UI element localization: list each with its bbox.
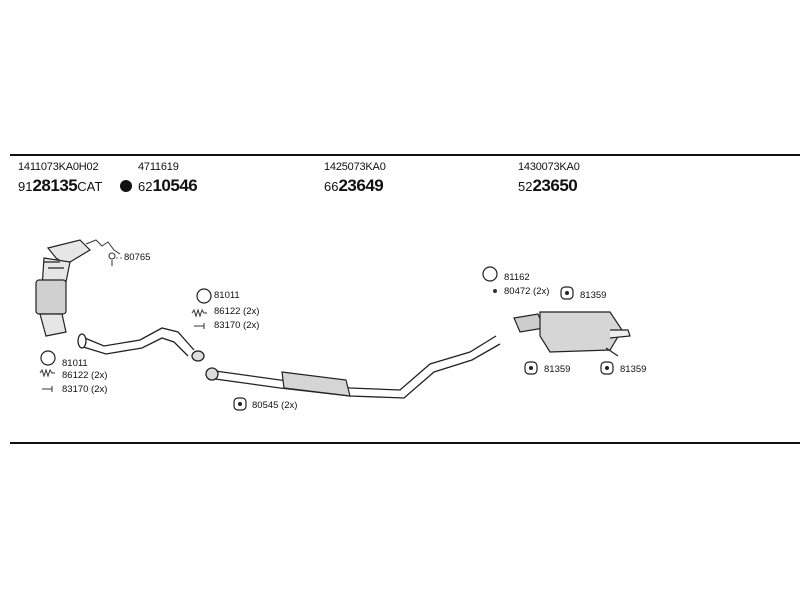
callout-80765: 80765 xyxy=(124,252,151,263)
ref-number-3: 6623649 xyxy=(324,176,384,196)
callout-86122-left: 86122 (2x) xyxy=(62,370,108,381)
ref-number-4: 5223650 xyxy=(518,176,578,196)
gasket-ring-icon xyxy=(40,350,56,366)
ref-main-2: 10546 xyxy=(152,176,198,195)
callout-80545: 80545 (2x) xyxy=(252,400,298,411)
top-divider xyxy=(10,154,800,156)
ref-prefix-4: 52 xyxy=(518,179,533,194)
part-number-4: 1430073KA0 xyxy=(518,161,580,173)
ref-main-3: 23649 xyxy=(338,176,384,195)
resonator xyxy=(281,371,351,397)
ref-suffix-1: CAT xyxy=(77,179,103,194)
catalytic-converter xyxy=(35,239,91,337)
callout-81359-b: 81359 xyxy=(544,364,571,375)
callout-83170-top: 83170 (2x) xyxy=(214,320,260,331)
callout-81162: 81162 xyxy=(504,272,530,283)
center-pipe xyxy=(205,335,501,399)
spring-bolt-icon xyxy=(39,308,207,378)
callout-81359-c: 81359 xyxy=(620,364,647,375)
heat-shield-bracket xyxy=(85,239,121,266)
ref-number-1: 9128135CAT xyxy=(18,176,102,196)
gasket-ring-icon xyxy=(196,288,212,304)
ref-prefix-3: 66 xyxy=(324,179,339,194)
gasket-ring-icon xyxy=(482,266,498,282)
ref-prefix-2: 62 xyxy=(138,179,153,194)
callout-81011-left: 81011 xyxy=(62,358,88,369)
hanger-hole-icon xyxy=(529,366,533,370)
callout-86122-top: 86122 (2x) xyxy=(214,306,260,317)
ref-main-4: 23650 xyxy=(532,176,578,195)
bullet-dot-icon xyxy=(120,180,132,192)
part-number-3: 1425073KA0 xyxy=(324,161,386,173)
callout-81359-a: 81359 xyxy=(580,290,607,301)
part-number-2: 4711619 xyxy=(138,161,179,173)
hanger-hole-icon xyxy=(565,291,569,295)
callout-83170-left: 83170 (2x) xyxy=(62,384,108,395)
ref-number-2: 6210546 xyxy=(138,176,198,196)
part-number-1: 1411073KA0H02 xyxy=(18,161,99,173)
bolt-icon xyxy=(42,289,497,392)
hanger-hole-icon xyxy=(238,402,242,406)
ref-main-1: 28135 xyxy=(32,176,78,195)
callout-81011-top: 81011 xyxy=(214,290,240,301)
front-pipe xyxy=(77,327,205,362)
ref-prefix-1: 91 xyxy=(18,179,33,194)
rear-muffler xyxy=(513,311,631,357)
hanger-hole-icon xyxy=(605,366,609,370)
bottom-divider xyxy=(10,442,800,444)
callout-80472: 80472 (2x) xyxy=(504,286,550,297)
